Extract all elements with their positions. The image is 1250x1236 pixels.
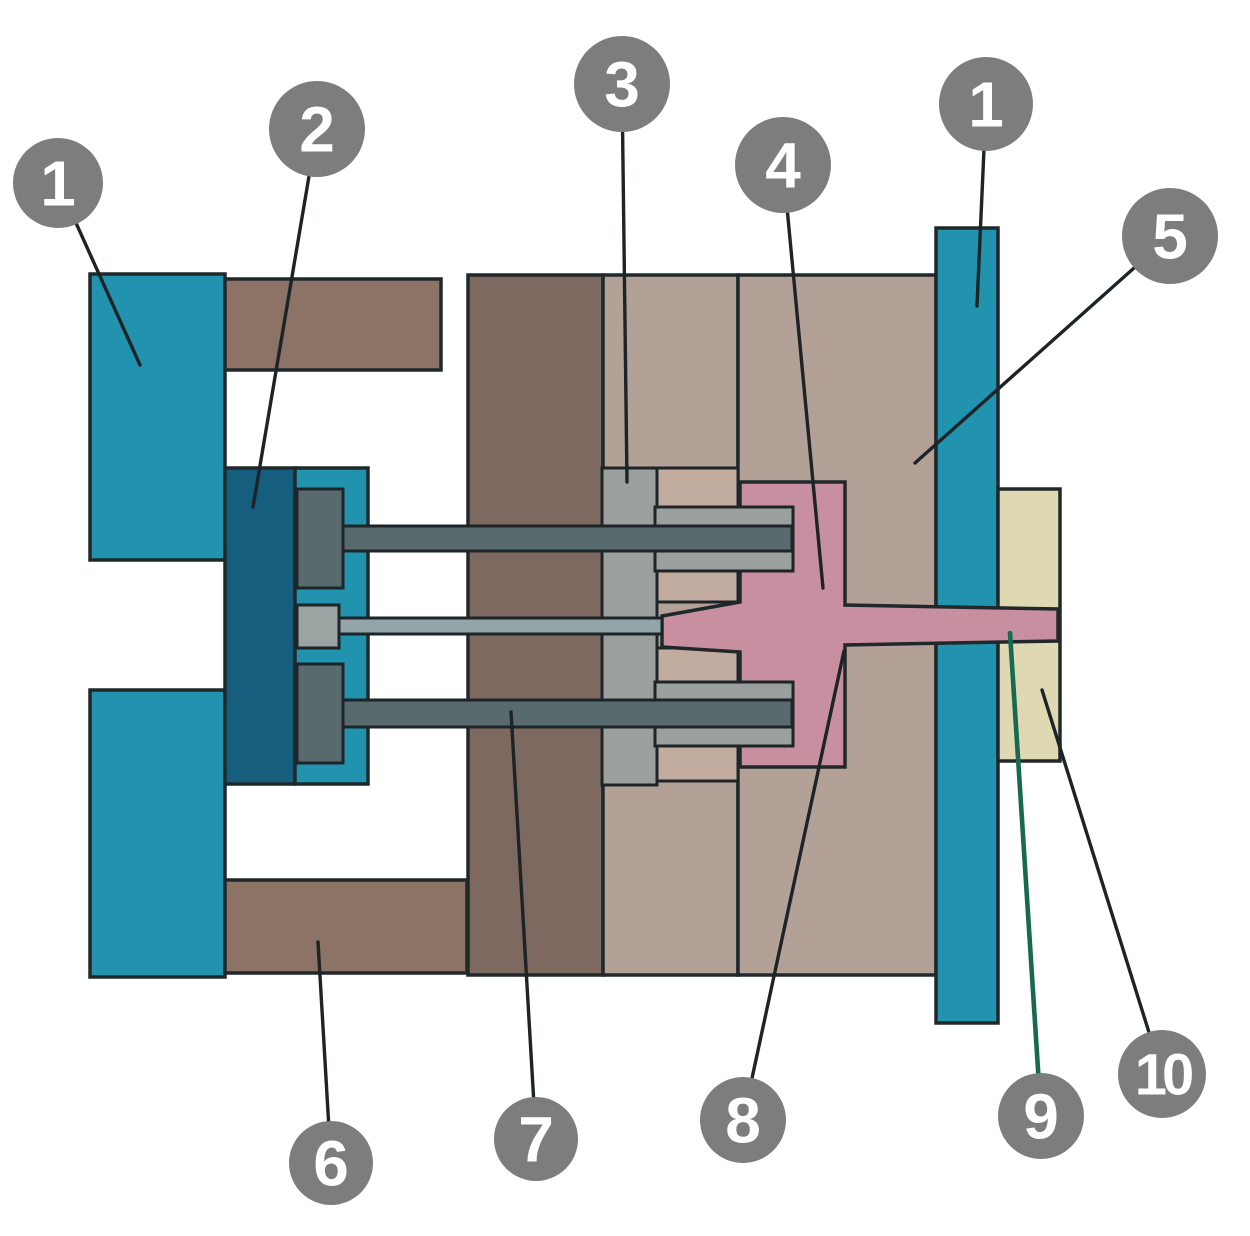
- clamping-plate-left-upper: [88, 272, 227, 562]
- callout-2: 2: [269, 81, 365, 177]
- callout-4: 4: [735, 117, 831, 213]
- callout-10-label: 10: [1135, 1042, 1192, 1107]
- callout-1-left: 1: [13, 138, 103, 228]
- callout-5-label: 5: [1152, 200, 1188, 272]
- spacer-rail-top: [223, 277, 443, 372]
- callout-9: 9: [998, 1073, 1084, 1159]
- callout-4-circle: [735, 117, 831, 213]
- pin-pocket-top: [653, 466, 740, 509]
- callout-4-label: 4: [765, 129, 801, 201]
- ejector-pin-head-bottom: [295, 662, 345, 765]
- callout-9-label: 9: [1023, 1080, 1059, 1152]
- callout-1-left-circle: [13, 138, 103, 228]
- callout-10: 10: [1118, 1030, 1206, 1118]
- leader-line-2: [251, 127, 319, 509]
- leader-line-8: [741, 649, 846, 1122]
- callout-7-label: 7: [518, 1103, 554, 1175]
- callout-3-circle: [574, 36, 670, 132]
- callout-5: 5: [1122, 188, 1218, 284]
- callout-1-left-label: 1: [40, 147, 76, 219]
- center-pin-head: [295, 603, 341, 650]
- callout-3-label: 3: [604, 48, 640, 120]
- pin-pocket-upper-mid: [653, 569, 740, 604]
- callout-7: 7: [494, 1097, 578, 1181]
- center-pin-shaft: [337, 616, 664, 636]
- ejector-pin-head-top: [295, 487, 345, 590]
- callout-7-circle: [494, 1097, 578, 1181]
- leader-line-3: [620, 82, 629, 484]
- callout-9-circle: [998, 1073, 1084, 1159]
- ejector-pin-shaft-bottom: [341, 698, 794, 729]
- leader-line-9: [1007, 630, 1044, 1119]
- leader-line-5: [913, 234, 1172, 465]
- callout-5-circle: [1122, 188, 1218, 284]
- pin-pocket-bottom: [653, 744, 740, 783]
- callout-2-circle: [269, 81, 365, 177]
- callout-6-label: 6: [313, 1127, 349, 1199]
- leader-line-4: [781, 163, 825, 590]
- ejector-pin-shaft-top: [341, 524, 794, 553]
- callout-8-circle: [700, 1077, 786, 1163]
- callout-3: 3: [574, 36, 670, 132]
- callout-1-right: 1: [939, 57, 1033, 151]
- leader-line-7: [509, 710, 538, 1141]
- callout-10-circle: [1118, 1030, 1206, 1118]
- callout-1-right-label: 1: [968, 68, 1004, 140]
- leader-line-10: [1040, 688, 1164, 1076]
- callout-6: 6: [289, 1121, 373, 1205]
- callout-8: 8: [700, 1077, 786, 1163]
- callout-2-label: 2: [299, 93, 335, 165]
- ejector-base-plate: [223, 466, 297, 786]
- spacer-rail-bottom: [223, 878, 469, 975]
- clamping-plate-left-lower: [88, 688, 227, 979]
- callout-8-label: 8: [725, 1084, 761, 1156]
- callout-6-circle: [289, 1121, 373, 1205]
- callout-1-right-circle: [939, 57, 1033, 151]
- pin-pocket-lower-mid: [653, 646, 740, 684]
